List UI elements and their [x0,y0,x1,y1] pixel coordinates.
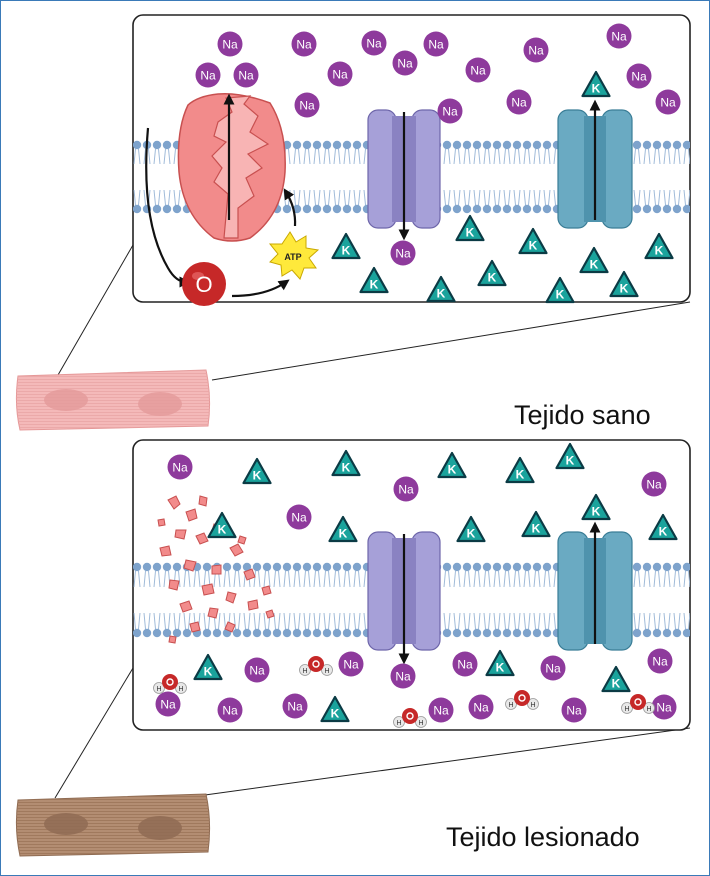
sodium-ion [647,648,673,674]
sodium-ion [423,31,449,57]
sodium-channel [367,109,441,241]
oxygen-molecule: O [182,262,226,306]
zoom-line [54,667,134,799]
sodium-ion [626,63,652,89]
sodium-ion [428,697,454,723]
sodium-ion [155,691,181,717]
atp-starburst: ATP [268,231,320,280]
sodium-ion [468,694,494,720]
injured-tissue-caption: Tejido lesionado [446,822,640,852]
sodium-ion [561,697,587,723]
sodium-ion [291,31,317,57]
sodium-ion [393,476,419,502]
sodium-ion [217,697,243,723]
sodium-ion [244,657,270,683]
sodium-ion [390,663,416,689]
sodium-ion [233,62,259,88]
healthy-muscle-fiber [15,369,211,431]
injured-muscle-fiber [15,793,211,857]
sodium-ion [506,89,532,115]
sodium-ion [286,504,312,530]
zoom-line [211,301,691,381]
sodium-ion [606,23,632,49]
zoom-line [57,244,134,376]
sodium-ion [651,694,677,720]
sodium-ion [392,50,418,76]
zoom-line [204,727,691,796]
sodium-ion [282,693,308,719]
sodium-ion [452,651,478,677]
injured-panel [132,439,691,731]
healthy-panel: O ATP [132,14,691,306]
sodium-ion [361,30,387,56]
potassium-channel [557,99,633,229]
atp-label: ATP [284,252,301,262]
sodium-ion [655,89,681,115]
sodium-ion [327,61,353,87]
sodium-ion [294,92,320,118]
sodium-ion [641,471,667,497]
sodium-ion [390,240,416,266]
sodium-ion [465,57,491,83]
potassium-channel [557,521,633,651]
sodium-ion [523,37,549,63]
sodium-ion [167,454,193,480]
sodium-potassium-pump [177,92,286,242]
healthy-tissue-caption: Tejido sano [514,400,651,430]
sodium-ion [195,62,221,88]
sodium-ion [217,31,243,57]
oxygen-label: O [195,272,212,297]
sodium-ion [540,655,566,681]
sodium-ion [338,651,364,677]
sodium-ion [437,98,463,124]
sodium-channel [367,531,441,665]
